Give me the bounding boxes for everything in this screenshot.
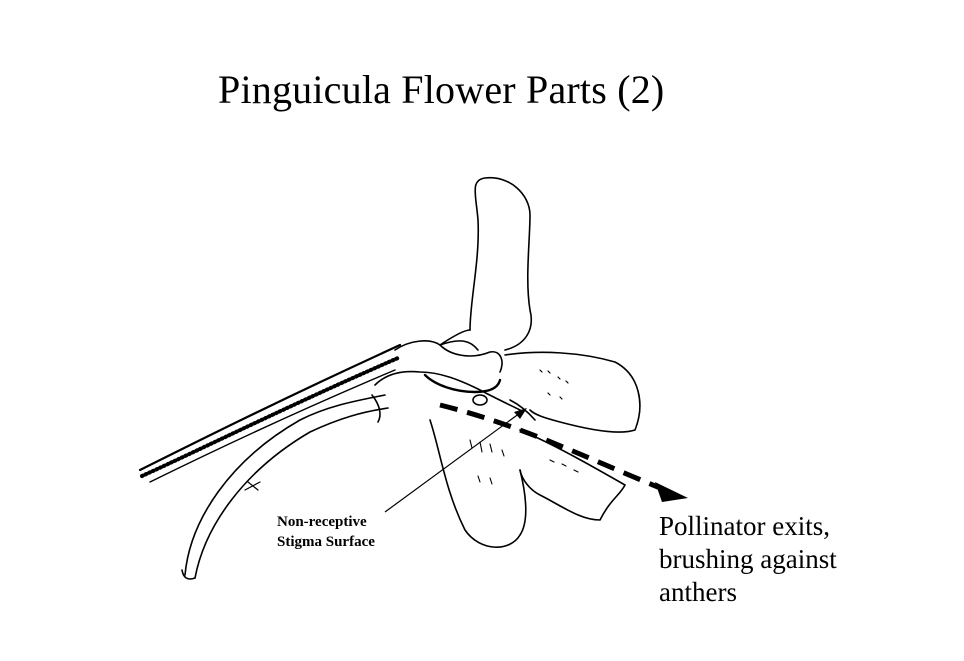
flower-throat: [371, 340, 536, 423]
exit-label-line-3: anthers: [659, 577, 737, 607]
pollinator-path-arrow: [439, 402, 688, 502]
curved-spur: [181, 394, 389, 580]
upper-petal: [439, 177, 532, 351]
stippled-stem: [138, 343, 402, 483]
pollinator-exit-label: Pollinator exits, brushing against anthe…: [659, 510, 837, 609]
page-title: Pinguicula Flower Parts (2): [218, 67, 665, 112]
stigma-label-line-1: Non-receptive: [277, 514, 367, 530]
callout-arrow: [384, 408, 527, 513]
exit-label-line-1: Pollinator exits,: [659, 511, 830, 541]
stigma-surface-label: Non-receptive Stigma Surface: [277, 512, 375, 552]
exit-label-line-2: brushing against: [659, 544, 837, 574]
stigma-label-line-2: Stigma Surface: [277, 534, 375, 550]
lower-lip: [429, 419, 626, 548]
right-lobe: [504, 351, 641, 433]
